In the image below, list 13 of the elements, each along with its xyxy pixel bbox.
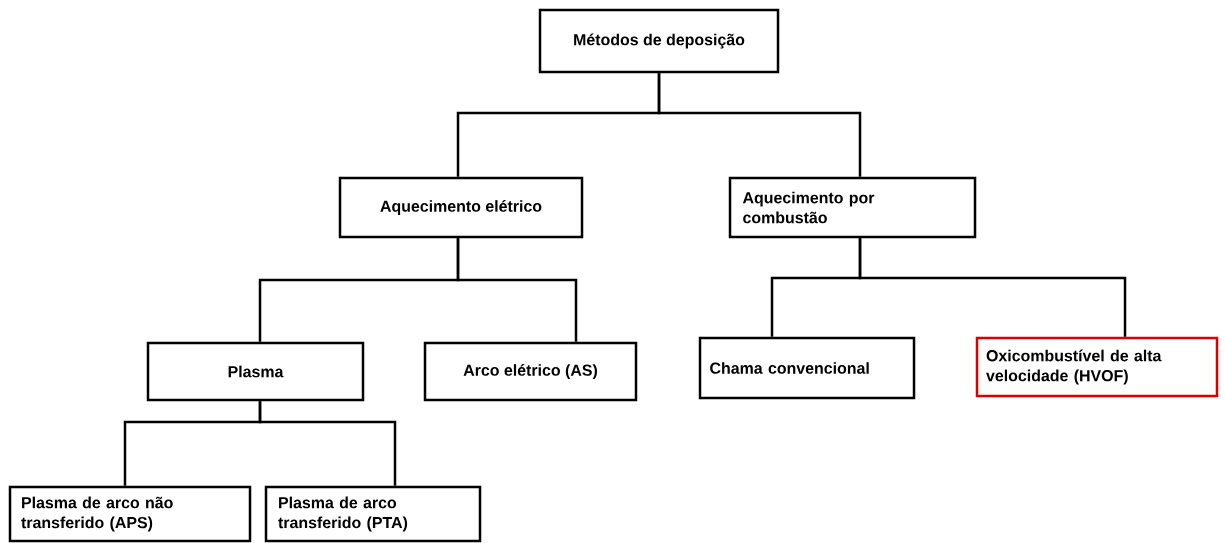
process-box: Plasma de arco não transferido (APS) [8, 485, 252, 543]
connector-line [858, 238, 1127, 337]
process-box: Plasma de arco transferido (PTA) [264, 485, 482, 543]
process-box: Aquecimento por combustão [728, 176, 977, 239]
connector-line [456, 238, 578, 342]
process-box: Plasma [146, 341, 365, 402]
process-box: Chama convencional [698, 336, 916, 400]
process-box: Oxicombustível de alta velocidade (HVOF) [975, 336, 1219, 398]
connector-line [657, 73, 862, 177]
process-box: Arco elétrico (AS) [423, 341, 638, 402]
process-box: Métodos de deposição [538, 8, 780, 74]
process-box: Aquecimento elétrico [338, 176, 584, 239]
connector-line [258, 401, 397, 486]
